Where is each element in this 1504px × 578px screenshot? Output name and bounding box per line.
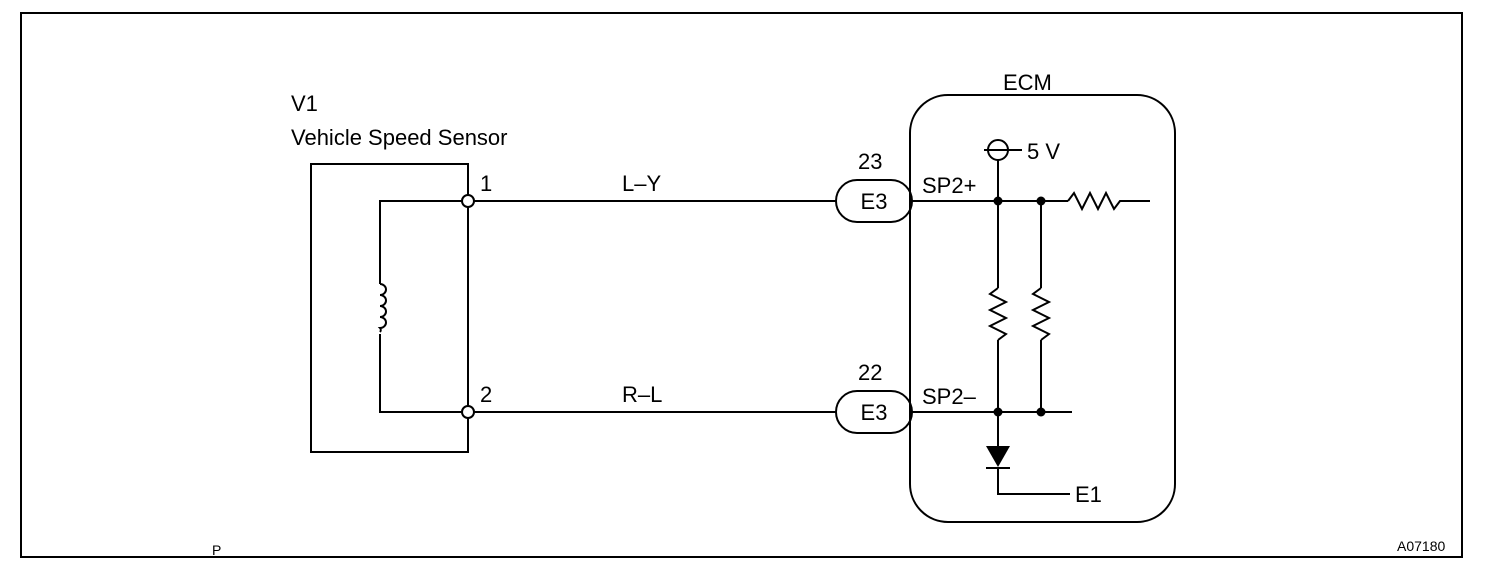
coil-icon: [377, 283, 387, 333]
sensor-id: V1: [291, 91, 318, 116]
figure-code: A07180: [1397, 538, 1445, 554]
ecm-title: ECM: [1003, 70, 1052, 95]
ground-label: E1: [1075, 482, 1102, 507]
junction-dot: [993, 196, 1003, 206]
coil-gap: [370, 284, 390, 334]
connector-top-label: E3: [861, 189, 888, 214]
sensor-terminal-2: [461, 405, 475, 419]
junction-dot: [1036, 196, 1046, 206]
wire-top-color: L–Y: [622, 171, 661, 196]
ecm-sp-plus-label: SP2+: [922, 173, 976, 198]
sensor-pin-2-label: 2: [480, 382, 492, 407]
diode-icon: [986, 446, 1010, 467]
sensor-internal-wire: [379, 200, 462, 413]
bias-resistor: [1030, 287, 1052, 341]
ecm-sp-minus-label: SP2–: [922, 384, 977, 409]
connector-top-pin: 23: [858, 149, 882, 174]
sensor-pin-1-label: 1: [480, 171, 492, 196]
diagram-frame: [20, 12, 1463, 558]
connector-bottom-label: E3: [861, 400, 888, 425]
ground-line-lower: [997, 468, 1070, 495]
sensor-terminal-1: [461, 194, 475, 208]
junction-dot: [1036, 407, 1046, 417]
ecm-box: [909, 94, 1176, 523]
footer-left-mark: P: [212, 542, 221, 558]
wire-bottom-color: R–L: [622, 382, 662, 407]
sensor-name: Vehicle Speed Sensor: [291, 125, 508, 150]
sensor-box: [310, 163, 469, 453]
ecm-sp-plus-resistor: [1067, 190, 1150, 212]
supply-voltage-label: 5 V: [1027, 139, 1060, 164]
pull-up-resistor: [987, 287, 1009, 341]
connector-bottom-pin: 22: [858, 360, 882, 385]
